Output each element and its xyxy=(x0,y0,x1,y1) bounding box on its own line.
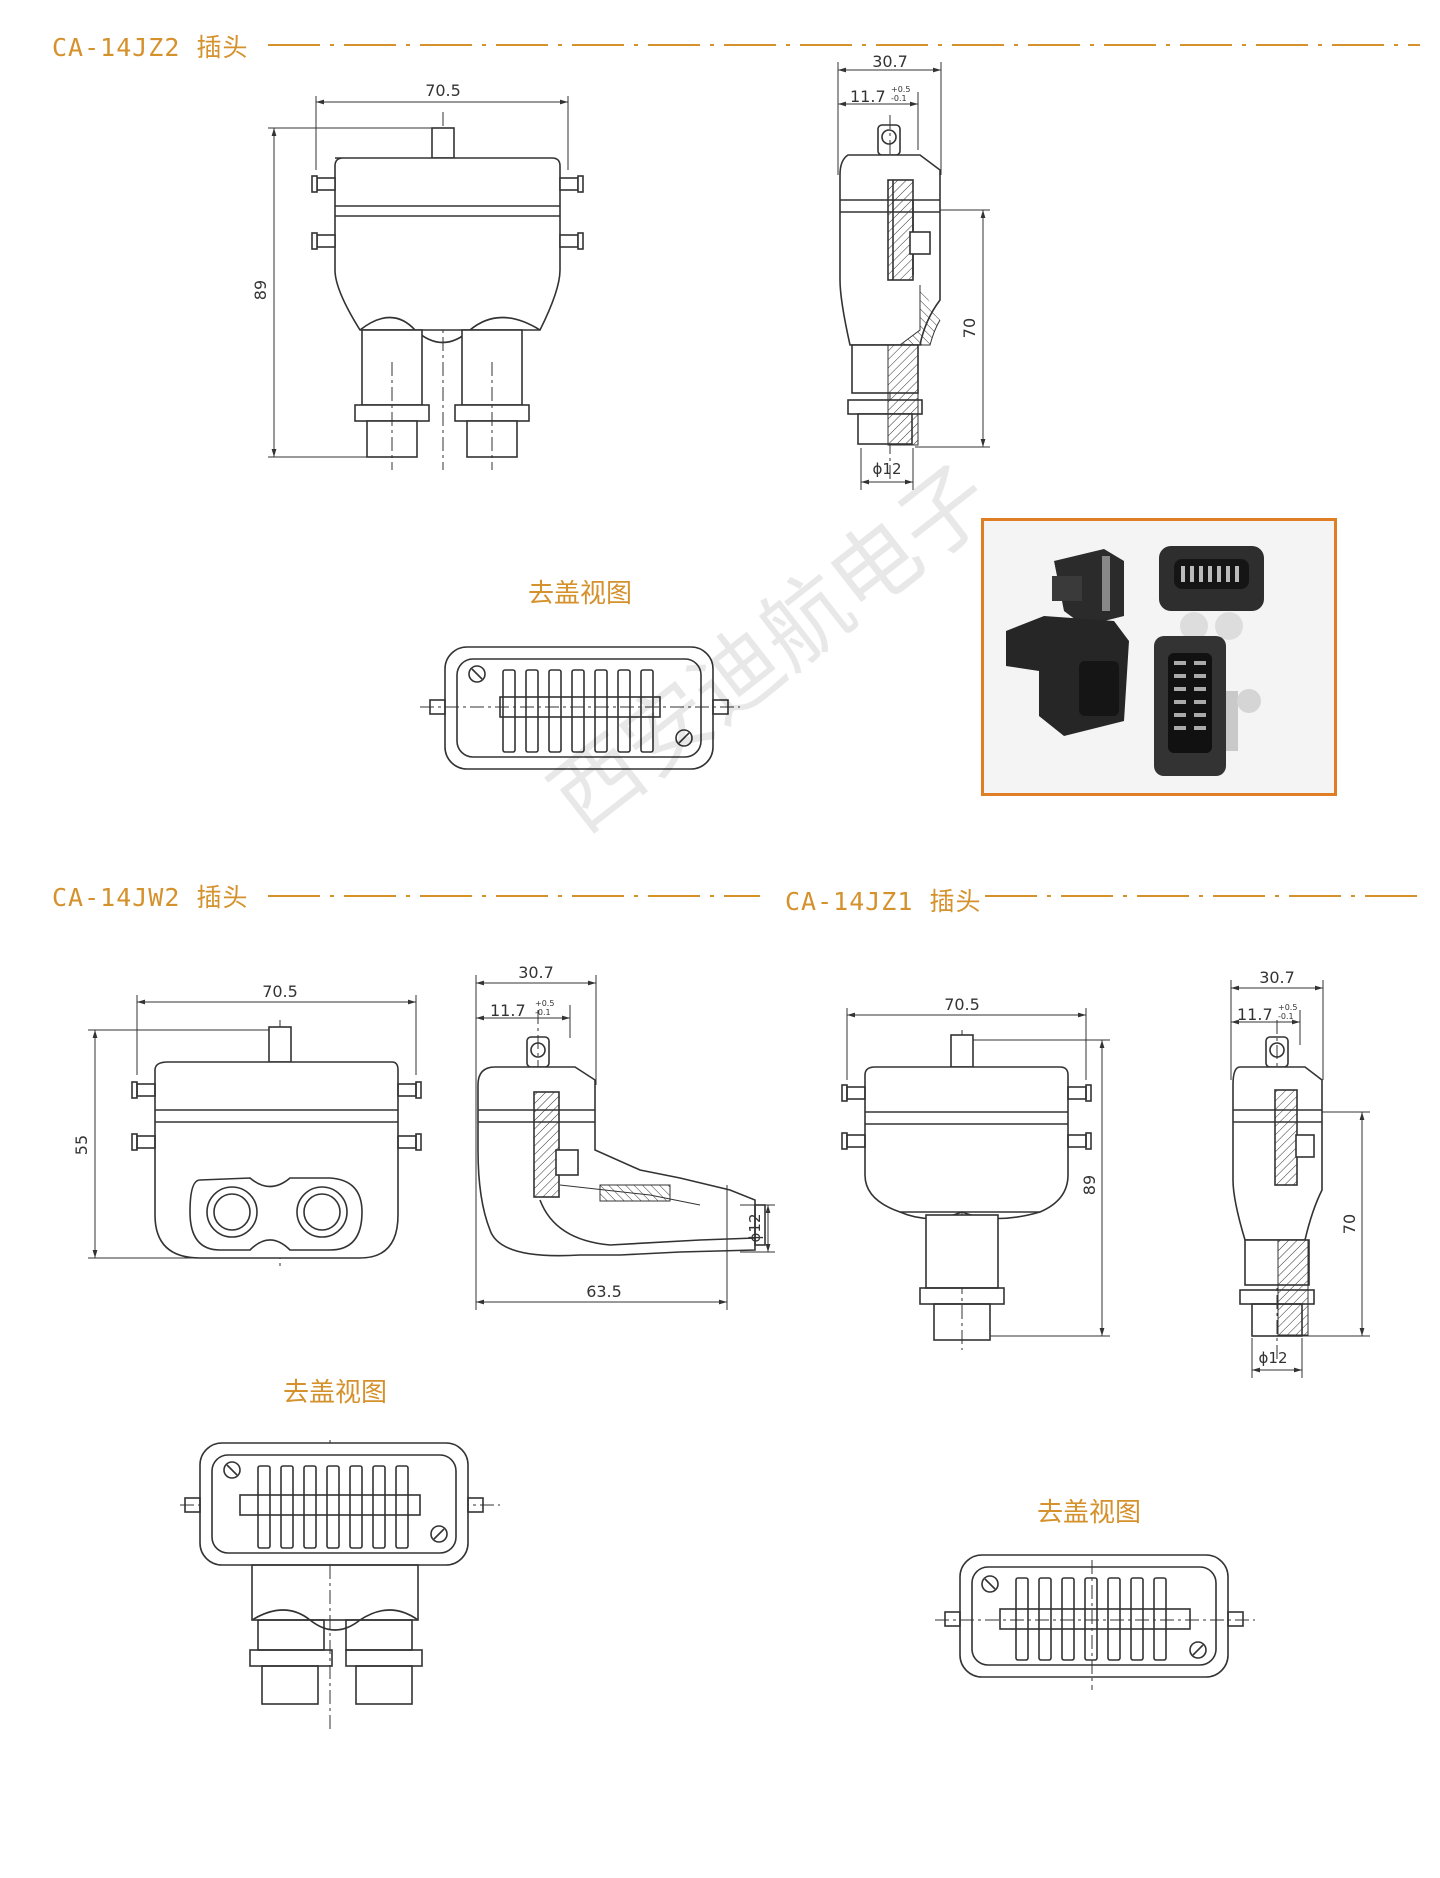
jz1-side-offset-label: 11.7 xyxy=(1237,1005,1273,1024)
jz1-front-view xyxy=(841,1030,1092,1350)
jz1-height-label: 89 xyxy=(1080,1175,1099,1195)
title-rules xyxy=(268,44,1425,897)
jw2-side-dimensions xyxy=(475,975,775,1310)
jz2-contact-row xyxy=(502,669,654,753)
jz2-side-dia-label: ϕ12 xyxy=(873,460,902,478)
jz2-height-label: 89 xyxy=(251,280,270,300)
section-title-jz1: CA-14JZ1 插头 xyxy=(785,887,982,916)
jz1-side-dimensions xyxy=(1230,980,1370,1378)
jw2-width-label: 70.5 xyxy=(262,982,298,1001)
jw2-front-dimensions xyxy=(88,995,417,1259)
jz1-contact-row xyxy=(1015,1577,1167,1661)
jw2-top-view xyxy=(180,1440,500,1730)
jz2-side-tol-minus: -0.1 xyxy=(891,94,907,103)
connector-piece-2 xyxy=(1159,546,1264,640)
jw2-side-offset-label: 11.7 xyxy=(490,1001,526,1020)
jz1-side-height-label: 70 xyxy=(1340,1214,1359,1234)
jz2-top-view xyxy=(420,646,740,770)
jz2-side-view xyxy=(839,115,941,480)
jz1-width-label: 70.5 xyxy=(944,995,980,1014)
jz1-side-tol-plus: +0.5 xyxy=(1278,1003,1297,1012)
view-label-jz1: 去盖视图 xyxy=(1037,1498,1142,1528)
jz2-front-view xyxy=(311,112,584,470)
jw2-side-dia-label: ϕ12 xyxy=(746,1214,764,1243)
jz1-side-width-label: 30.7 xyxy=(1259,968,1295,987)
jw2-side-width-label: 30.7 xyxy=(518,963,554,982)
jw2-side-tol-minus: -0.1 xyxy=(535,1008,551,1017)
product-photo-illustration xyxy=(984,521,1334,793)
jw2-front-view xyxy=(131,1020,422,1270)
jz1-side-tol-minus: -0.1 xyxy=(1278,1012,1294,1021)
product-photo xyxy=(981,518,1337,796)
jz2-side-width-label: 30.7 xyxy=(872,52,908,71)
jw2-side-tol-plus: +0.5 xyxy=(535,999,554,1008)
connector-piece-4 xyxy=(1154,636,1261,776)
jw2-side-view xyxy=(477,1010,766,1257)
jz1-side-view xyxy=(1232,1020,1323,1360)
section-title-jz2: CA-14JZ2 插头 xyxy=(52,33,249,62)
jz2-side-offset-label: 11.7 xyxy=(850,87,886,106)
connector-piece-3 xyxy=(1006,616,1129,736)
jw2-height-label: 55 xyxy=(72,1135,91,1155)
jw2-side-length-label: 63.5 xyxy=(586,1282,622,1301)
section-title-jw2: CA-14JW2 插头 xyxy=(52,883,249,912)
jz1-front-dimensions xyxy=(846,1008,1110,1337)
view-label-jw2: 去盖视图 xyxy=(283,1378,388,1408)
view-label-jz2: 去盖视图 xyxy=(528,579,633,609)
jz2-side-height-label: 70 xyxy=(960,318,979,338)
jw2-contact-row xyxy=(257,1465,409,1549)
jz1-top-view xyxy=(935,1554,1255,1690)
jz1-side-dia-label: ϕ12 xyxy=(1259,1349,1288,1367)
jz2-width-label: 70.5 xyxy=(425,81,461,100)
jz2-front-dimensions xyxy=(268,96,569,458)
connector-piece-1 xyxy=(1052,549,1124,626)
jz2-side-tol-plus: +0.5 xyxy=(891,85,910,94)
jz2-side-dimensions xyxy=(837,62,990,490)
